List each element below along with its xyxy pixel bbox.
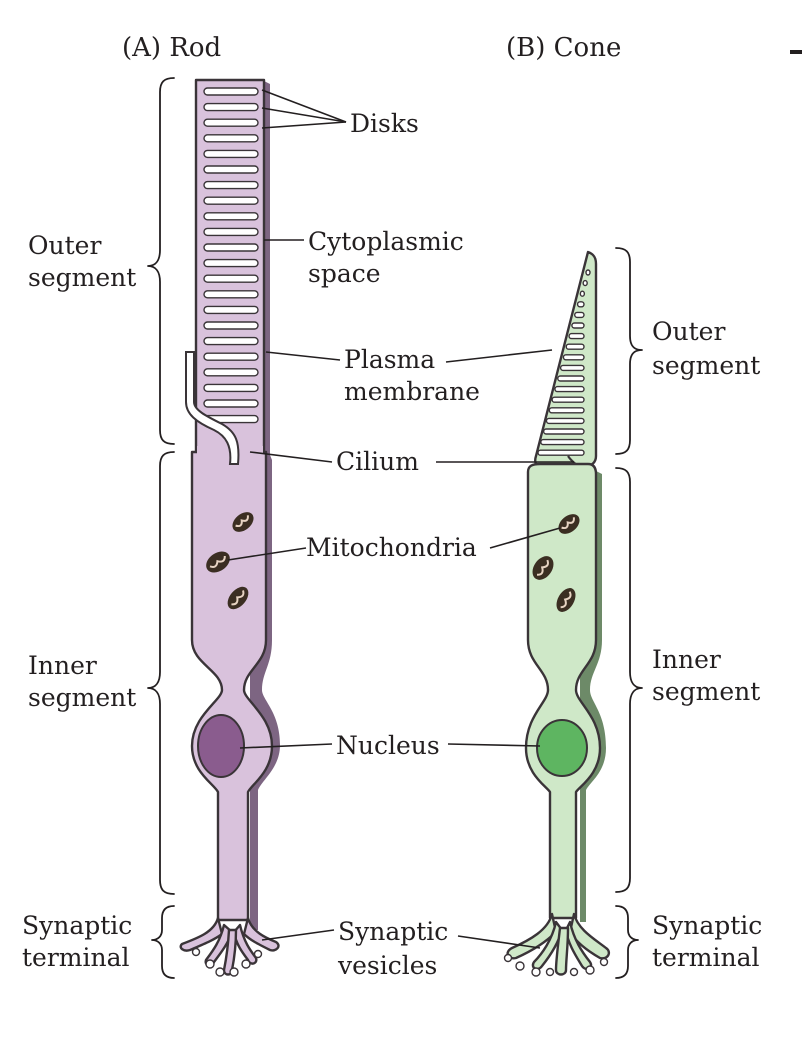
rod-mitochondria <box>206 512 254 610</box>
rod-terminal-label-2: terminal <box>22 943 130 972</box>
rod-disk <box>203 274 259 283</box>
rod-synaptic-terminal <box>179 916 280 976</box>
rod-disk <box>203 196 259 205</box>
rod-disk <box>203 336 259 346</box>
leader-vesicle-rod <box>261 929 335 941</box>
cone-lamella <box>545 417 585 425</box>
braces <box>147 77 643 979</box>
cone-lamella <box>540 438 585 446</box>
rod-disk <box>203 134 259 143</box>
label-synaptic-1: Synaptic <box>338 917 448 946</box>
cone-terminal-label-1: Synaptic <box>652 911 762 940</box>
rod-vesicles <box>191 947 263 977</box>
rod-disk <box>203 243 259 252</box>
cone-vesicles <box>503 953 609 977</box>
leader-disks-1 <box>261 89 347 123</box>
rod-disk <box>203 258 259 268</box>
leader-nucleus-cone <box>447 743 541 747</box>
rod-disk <box>203 290 259 299</box>
cone-lamella <box>562 354 585 361</box>
rod-inner-label-2: segment <box>28 683 136 712</box>
rod-terminal-label-1: Synaptic <box>22 911 132 940</box>
rod-outer-label-2: segment <box>28 263 136 292</box>
cone-nucleus <box>536 719 588 777</box>
leader-mito-rod <box>227 547 307 561</box>
brace-rod-inner <box>147 451 175 895</box>
label-plasma-2: membrane <box>344 377 480 406</box>
cone-inner-label-1: Inner <box>652 645 721 674</box>
brace-cone-outer <box>615 247 643 455</box>
cone-lamella <box>542 428 585 435</box>
cone-lamella <box>559 364 585 372</box>
rod-disk <box>203 149 259 159</box>
brace-rod-outer <box>147 77 175 445</box>
cone-lamella <box>571 322 585 329</box>
cone-lamella <box>585 269 591 276</box>
rod-inner-label-1: Inner <box>28 651 97 680</box>
rod-disk <box>203 165 259 174</box>
cone-outer-segment <box>534 250 598 471</box>
label-cytoplasmic-1: Cytoplasmic <box>308 227 464 256</box>
label-mitochondria: Mitochondria <box>306 533 477 562</box>
rod-disk <box>203 227 259 237</box>
rod-disk <box>203 399 259 408</box>
rod-disk <box>203 383 259 393</box>
leader-lines <box>227 89 574 949</box>
leader-plasma-rod <box>265 351 341 361</box>
rod-disk <box>203 368 259 377</box>
brace-cone-inner <box>615 467 643 893</box>
rod-title: (A) Rod <box>122 33 221 63</box>
brace-rod-terminal <box>151 905 175 979</box>
leader-disks-2 <box>261 107 347 123</box>
leader-vesicle-cone <box>457 935 541 949</box>
cone-mitochondria <box>532 514 580 612</box>
cone-lamella <box>579 290 586 297</box>
cone-lamella <box>551 396 585 403</box>
cone-lamella <box>548 407 585 414</box>
corner-mark <box>790 50 802 54</box>
cone-lamella <box>557 375 585 382</box>
leader-mito-cone <box>489 527 561 549</box>
label-synaptic-2: vesicles <box>337 951 437 980</box>
cone-lamella <box>582 279 588 287</box>
leader-nucleus-rod <box>239 743 333 749</box>
leader-plasma-cone <box>445 349 553 363</box>
cone-outer-label-2: segment <box>652 351 760 380</box>
label-plasma-1: Plasma <box>344 345 435 374</box>
cone-lamella <box>565 343 585 350</box>
cone-lamella <box>537 449 585 456</box>
rod-cell <box>179 78 280 977</box>
rod-outer-label-1: Outer <box>28 231 101 260</box>
cone-outer-label-1: Outer <box>652 317 725 346</box>
cone-lamella <box>574 311 585 319</box>
cone-synaptic-terminal <box>506 912 611 976</box>
rod-disk <box>203 352 259 361</box>
rod-cilium <box>185 351 240 465</box>
rod-disk <box>203 321 259 330</box>
cone-title: (B) Cone <box>506 33 621 63</box>
leader-disks-3 <box>261 121 347 129</box>
cone-lamella <box>568 332 585 340</box>
label-cilium: Cilium <box>336 447 419 476</box>
rod-disk <box>203 180 259 190</box>
rod-disk <box>203 305 259 315</box>
rod-disk <box>203 87 259 96</box>
cone-inner-label-2: segment <box>652 677 760 706</box>
cone-lamella <box>576 301 585 308</box>
cone-lamella <box>554 385 585 393</box>
cone-cell <box>503 250 611 977</box>
rod-disk <box>203 102 259 112</box>
rod-disks <box>203 87 259 424</box>
label-cytoplasmic-2: space <box>308 259 381 288</box>
rod-disk <box>203 118 259 127</box>
rod-nucleus <box>197 714 245 778</box>
label-nucleus: Nucleus <box>336 731 440 760</box>
rod-disk <box>203 212 259 221</box>
cone-terminal-label-2: terminal <box>652 943 760 972</box>
label-disks: Disks <box>350 109 419 138</box>
brace-cone-terminal <box>615 905 639 979</box>
leader-cilium-rod <box>249 451 333 463</box>
